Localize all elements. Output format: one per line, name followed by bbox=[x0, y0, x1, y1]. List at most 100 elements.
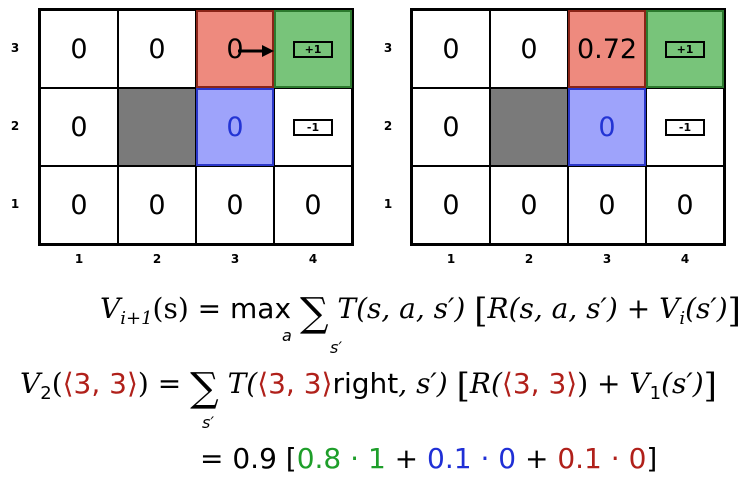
value-subscript: i+1 bbox=[120, 308, 153, 329]
left-row-label-2: 2 bbox=[10, 119, 20, 133]
cell-2-2-wall bbox=[490, 88, 568, 166]
left-row-label-3: 3 bbox=[10, 41, 20, 55]
instance-equation: V2(⟨3, 3⟩) = ∑ T(⟨3, 3⟩right, s′) [R(⟨3,… bbox=[20, 365, 717, 411]
cell-4-1: 0 bbox=[274, 166, 352, 244]
summation-sign: ∑ bbox=[299, 290, 329, 336]
result-prefix: = 0.9 [ bbox=[200, 442, 297, 475]
value-subscript: 1 bbox=[649, 383, 662, 404]
right-arrow-icon bbox=[238, 45, 274, 57]
transition-term: T(s, a, s′) bbox=[337, 292, 466, 325]
gridworld-left: 0 0 0 +1 0 0 -1 0 0 0 0 bbox=[38, 8, 354, 246]
cell-value: 0 bbox=[520, 33, 538, 65]
cell-4-3-terminal-positive: +1 bbox=[646, 10, 724, 88]
cell-value: 0.72 bbox=[576, 33, 638, 65]
state-term: ⟨3, 3⟩ bbox=[501, 367, 578, 400]
cell-value: 0 bbox=[70, 111, 88, 143]
gridworld-right: 0 0 0.72 +1 0 0 -1 0 0 0 0 bbox=[410, 8, 726, 246]
cell-2-2-wall bbox=[118, 88, 196, 166]
cell-value: 0 bbox=[442, 189, 460, 221]
equals-sign: ) = bbox=[137, 367, 182, 400]
cell-2-1: 0 bbox=[490, 166, 568, 244]
action-term: right bbox=[332, 367, 399, 400]
open-bracket: [ bbox=[474, 291, 488, 331]
summation-sign: ∑ bbox=[190, 365, 219, 411]
cell-value: 0 bbox=[226, 189, 244, 221]
red-term: 0.1 · 0 bbox=[557, 442, 647, 475]
value-subscript: i bbox=[679, 308, 686, 329]
sum-subscript: s′ bbox=[202, 413, 214, 432]
cell-2-3: 0 bbox=[118, 10, 196, 88]
value-subscript: 2 bbox=[40, 383, 52, 404]
close-bracket: ] bbox=[727, 291, 740, 331]
cell-2-1: 0 bbox=[118, 166, 196, 244]
right-row-label-2: 2 bbox=[383, 119, 393, 133]
result-suffix: ] bbox=[646, 442, 658, 475]
reward-open: R( bbox=[469, 367, 502, 400]
lhs-argument: (s) = bbox=[152, 292, 222, 325]
right-col-label-4: 4 bbox=[680, 252, 690, 266]
right-row-label-3: 3 bbox=[383, 41, 393, 55]
cell-value: 0 bbox=[148, 189, 166, 221]
transition-open: T( bbox=[227, 367, 258, 400]
cell-value: 0 bbox=[304, 189, 322, 221]
cell-4-2-terminal-negative: -1 bbox=[646, 88, 724, 166]
cell-3-3-current-state: 0 bbox=[196, 10, 274, 88]
cell-value: 0 bbox=[226, 111, 244, 143]
cell-value: 0 bbox=[148, 33, 166, 65]
cell-4-2-terminal-negative: -1 bbox=[274, 88, 352, 166]
cell-3-2: 0 bbox=[196, 88, 274, 166]
cell-value: 0 bbox=[520, 189, 538, 221]
cell-1-3: 0 bbox=[412, 10, 490, 88]
green-term: 0.8 · 1 bbox=[296, 442, 386, 475]
left-col-label-3: 3 bbox=[230, 252, 240, 266]
cell-1-2: 0 bbox=[412, 88, 490, 166]
close-bracket: ] bbox=[703, 366, 717, 406]
cell-3-1: 0 bbox=[196, 166, 274, 244]
cell-1-2: 0 bbox=[40, 88, 118, 166]
cell-3-1: 0 bbox=[568, 166, 646, 244]
sum-subscript: s′ bbox=[330, 338, 342, 357]
value-symbol: V bbox=[100, 292, 121, 325]
cell-3-2: 0 bbox=[568, 88, 646, 166]
value-argument: (s′) bbox=[661, 367, 704, 400]
reward-badge-negative: -1 bbox=[665, 118, 705, 136]
state-term: ⟨3, 3⟩ bbox=[257, 367, 333, 400]
cell-value: 0 bbox=[598, 111, 616, 143]
max-operator: max bbox=[230, 292, 292, 325]
value-argument: (s′) bbox=[685, 292, 728, 325]
left-col-label-1: 1 bbox=[74, 252, 84, 266]
cell-2-3: 0 bbox=[490, 10, 568, 88]
plus-sign: + bbox=[385, 442, 428, 475]
cell-value: 0 bbox=[676, 189, 694, 221]
left-row-label-1: 1 bbox=[10, 197, 20, 211]
right-row-label-1: 1 bbox=[383, 197, 393, 211]
cell-value: 0 bbox=[70, 33, 88, 65]
value-symbol: V bbox=[20, 367, 41, 400]
cell-1-3: 0 bbox=[40, 10, 118, 88]
cell-4-3-terminal-positive: +1 bbox=[274, 10, 352, 88]
cell-1-1: 0 bbox=[412, 166, 490, 244]
cell-value: 0 bbox=[442, 33, 460, 65]
reward-close: ) + bbox=[577, 367, 630, 400]
cell-value: 0 bbox=[442, 111, 460, 143]
result-equation: = 0.9 [0.8 · 1 + 0.1 · 0 + 0.1 · 0] bbox=[200, 442, 657, 475]
blue-term: 0.1 · 0 bbox=[427, 442, 517, 475]
reward-badge-negative: -1 bbox=[293, 118, 333, 136]
cell-value: 0 bbox=[598, 189, 616, 221]
reward-badge-positive: +1 bbox=[665, 40, 705, 58]
left-col-label-2: 2 bbox=[152, 252, 162, 266]
right-col-label-3: 3 bbox=[602, 252, 612, 266]
reward-term: R(s, a, s′) + bbox=[487, 292, 660, 325]
open-bracket: [ bbox=[456, 366, 470, 406]
reward-badge-positive: +1 bbox=[293, 40, 333, 58]
cell-4-1: 0 bbox=[646, 166, 724, 244]
transition-close: , s′) bbox=[398, 367, 448, 400]
right-col-label-2: 2 bbox=[524, 252, 534, 266]
value-symbol: V bbox=[659, 292, 680, 325]
max-subscript: a bbox=[282, 326, 292, 345]
cell-value: 0 bbox=[226, 33, 244, 65]
value-symbol: V bbox=[629, 367, 650, 400]
cell-value: 0 bbox=[70, 189, 88, 221]
state-term: ⟨3, 3⟩ bbox=[62, 367, 138, 400]
plus-sign: + bbox=[516, 442, 558, 475]
